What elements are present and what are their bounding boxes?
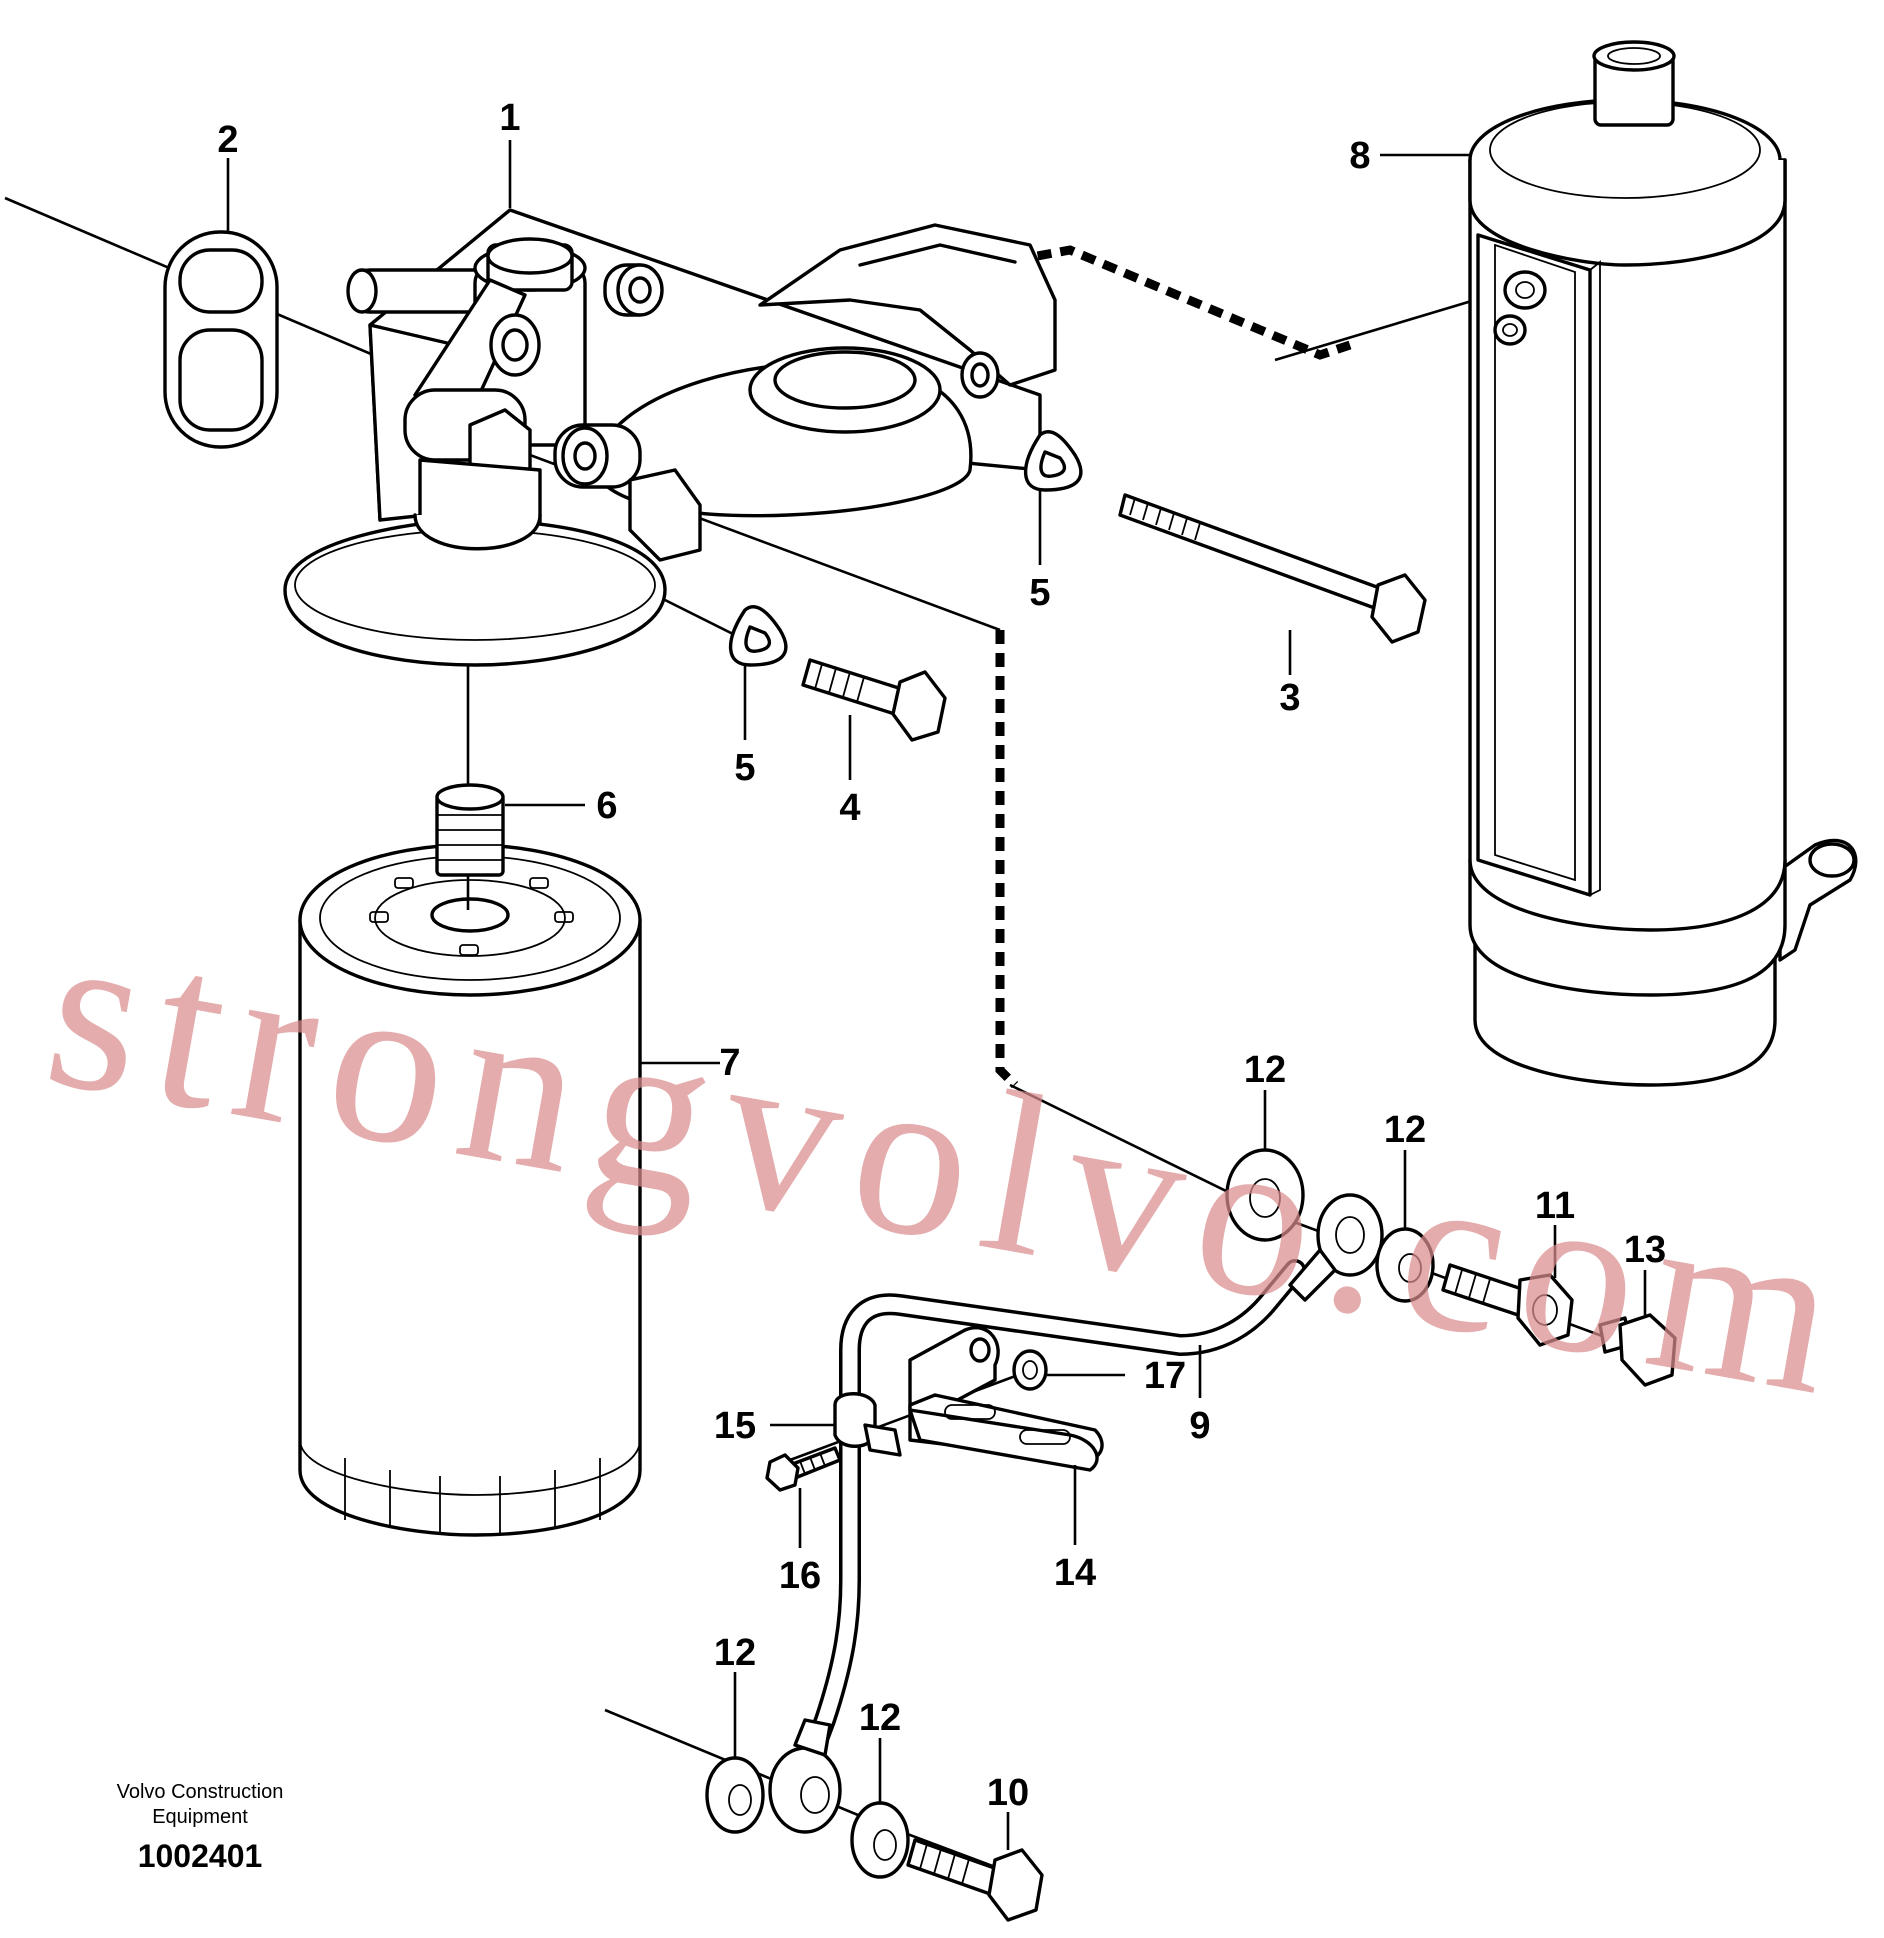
part-4-short-bolt (801, 658, 947, 742)
callout-12-lower-a: 12 (714, 1632, 756, 1674)
part-7-filter-cartridge (298, 843, 642, 1537)
callout-5-upper: 5 (1029, 572, 1050, 614)
callout-13: 13 (1624, 1229, 1666, 1271)
caption-company-line2: Equipment (152, 1806, 248, 1828)
part-12-washer-upper-b (1375, 1227, 1435, 1303)
callouts: 1 2 3 4 5 5 6 7 8 9 10 11 12 12 12 12 13… (217, 97, 1666, 1814)
callout-12-lower-b: 12 (859, 1697, 901, 1739)
callout-10: 10 (987, 1772, 1029, 1814)
callout-12-upper-a: 12 (1244, 1049, 1286, 1091)
part-16-small-bolt (765, 1446, 842, 1492)
callout-9: 9 (1189, 1405, 1210, 1447)
part-15-clamp (833, 1392, 902, 1457)
callout-4: 4 (839, 787, 860, 829)
part-11-hollow-bolt (1441, 1263, 1574, 1347)
part-12-washer-upper-a (1225, 1148, 1305, 1242)
caption-company-line1: Volvo Construction (116, 1781, 284, 1803)
callout-8: 8 (1349, 135, 1370, 177)
part-2-gasket (163, 230, 279, 449)
part-3-long-bolt (1118, 493, 1427, 644)
part-14-bracket (908, 1326, 1104, 1472)
callout-12-upper-b: 12 (1384, 1109, 1426, 1151)
part-8-oil-cooler (1468, 40, 1858, 1087)
part-1-filter-head (283, 208, 1057, 667)
dashed-link-upper (1014, 245, 1352, 360)
part-5-washer-lower (728, 605, 788, 667)
callout-11: 11 (1535, 1185, 1575, 1227)
callout-6: 6 (596, 785, 617, 827)
part-6-threaded-nipple (435, 783, 505, 877)
part-12-washer-lower-b (850, 1801, 910, 1879)
callout-16: 16 (779, 1555, 821, 1597)
part-13-plug (1598, 1313, 1677, 1387)
part-10-bolt (906, 1838, 1044, 1922)
callout-15: 15 (714, 1405, 756, 1447)
callout-leaders (226, 140, 1647, 1850)
callout-5-lower: 5 (734, 747, 755, 789)
callout-14: 14 (1054, 1552, 1096, 1594)
part-9-oil-pipe (768, 1193, 1384, 1834)
callout-1: 1 (499, 97, 520, 139)
callout-7: 7 (719, 1042, 740, 1084)
callout-17: 17 (1144, 1355, 1186, 1397)
part-12-washer-lower-a (705, 1756, 765, 1834)
part-17-washer (1012, 1349, 1048, 1391)
dashed-link-lower (995, 630, 1019, 1089)
callout-3: 3 (1279, 677, 1300, 719)
caption-figure-number: 1002401 (137, 1838, 263, 1874)
part-5-washer-upper (1023, 430, 1083, 492)
callout-2: 2 (217, 119, 238, 161)
